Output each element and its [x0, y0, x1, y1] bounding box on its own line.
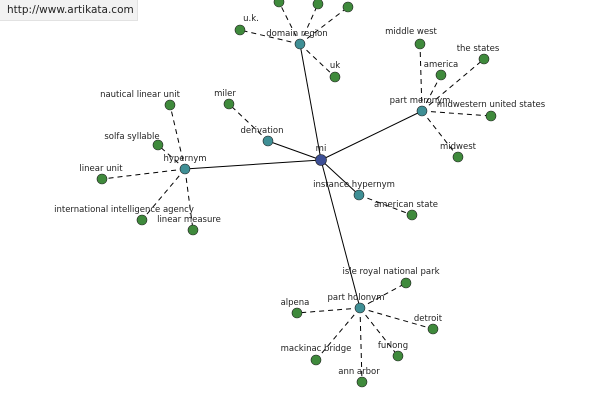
center-label[interactable]: mi: [316, 144, 327, 154]
edge-center-meronym: [320, 110, 423, 161]
relation-node-hypernym[interactable]: [179, 163, 191, 175]
leaf-node-meronym-0[interactable]: [414, 38, 426, 50]
edge-hypernym-leaf-0: [169, 104, 186, 170]
leaf-label-meronym-3[interactable]: midwestern united states: [437, 100, 546, 110]
leaf-node-holonym-4[interactable]: [392, 350, 404, 362]
leaf-node-meronym-1[interactable]: [478, 53, 490, 65]
leaf-node-holonym-3[interactable]: [310, 354, 322, 366]
edge-inst-leaf-0: [358, 194, 413, 216]
leaf-node-hypernym-3[interactable]: [136, 214, 148, 226]
relation-label-domain[interactable]: domain region: [266, 29, 327, 39]
relation-node-meronym[interactable]: [416, 105, 428, 117]
leaf-label-holonym-3[interactable]: mackinac bridge: [281, 344, 352, 354]
relation-label-derivation[interactable]: derivation: [240, 126, 283, 136]
leaf-label-holonym-1[interactable]: alpena: [281, 298, 310, 308]
leaf-node-meronym-2[interactable]: [435, 69, 447, 81]
edge-domain-leaf-0: [239, 29, 301, 45]
edge-center-holonym: [320, 159, 361, 309]
center-node[interactable]: [315, 154, 327, 166]
leaf-node-derivation-0[interactable]: [223, 98, 235, 110]
leaf-label-hypernym-2[interactable]: linear unit: [79, 164, 123, 174]
leaf-label-hypernym-4[interactable]: linear measure: [157, 215, 221, 225]
relation-node-derivation[interactable]: [262, 135, 274, 147]
leaf-label-inst-0[interactable]: american state: [374, 200, 438, 210]
leaf-label-holonym-4[interactable]: furlong: [378, 341, 408, 351]
leaf-node-holonym-5[interactable]: [356, 376, 368, 388]
leaf-label-hypernym-0[interactable]: nautical linear unit: [100, 90, 181, 100]
leaf-label-hypernym-1[interactable]: solfa syllable: [104, 132, 159, 142]
edge-holonym-leaf-3: [315, 307, 361, 361]
edge-meronym-leaf-2: [421, 74, 442, 112]
leaf-node-domain-0[interactable]: [234, 24, 246, 36]
edge-holonym-leaf-5: [359, 307, 363, 383]
edge-holonym-leaf-4: [359, 307, 399, 357]
relation-node-holonym[interactable]: [354, 302, 366, 314]
edge-domain-leaf-4: [299, 6, 349, 45]
leaf-label-derivation-0[interactable]: miler: [214, 89, 236, 99]
relation-label-holonym[interactable]: part holonym: [328, 293, 385, 303]
leaf-node-hypernym-4[interactable]: [187, 224, 199, 236]
leaf-label-domain-1[interactable]: uk: [330, 61, 340, 71]
edge-meronym-leaf-4: [421, 110, 459, 158]
relation-label-inst[interactable]: instance hypernym: [313, 180, 395, 190]
leaf-node-domain-1[interactable]: [329, 71, 341, 83]
leaf-node-inst-0[interactable]: [406, 209, 418, 221]
relation-node-inst[interactable]: [353, 189, 365, 201]
leaf-label-hypernym-3[interactable]: international intelligence agency: [54, 205, 194, 215]
edge-center-domain: [299, 43, 322, 161]
relation-node-domain[interactable]: [294, 38, 306, 50]
edge-domain-leaf-3: [299, 3, 319, 45]
leaf-label-meronym-1[interactable]: the states: [457, 44, 500, 54]
leaf-node-holonym-2[interactable]: [427, 323, 439, 335]
leaf-node-meronym-4[interactable]: [452, 151, 464, 163]
leaf-label-holonym-5[interactable]: ann arbor: [338, 367, 380, 377]
leaf-node-holonym-0[interactable]: [400, 277, 412, 289]
leaf-node-hypernym-0[interactable]: [164, 99, 176, 111]
leaf-node-hypernym-2[interactable]: [96, 173, 108, 185]
edge-hypernym-leaf-2: [101, 168, 186, 180]
leaf-node-domain-3[interactable]: [312, 0, 324, 10]
leaf-node-hypernym-1[interactable]: [152, 139, 164, 151]
edge-meronym-leaf-3: [421, 110, 492, 117]
leaf-label-holonym-0[interactable]: isle royal national park: [342, 267, 439, 277]
edge-center-derivation: [267, 140, 322, 161]
leaf-node-holonym-1[interactable]: [291, 307, 303, 319]
edge-hypernym-leaf-3: [141, 168, 186, 221]
leaf-label-meronym-4[interactable]: midwest: [440, 142, 477, 152]
edge-holonym-leaf-1: [296, 307, 361, 314]
leaf-label-meronym-2[interactable]: america: [424, 60, 458, 70]
edge-center-hypernym: [184, 159, 322, 170]
relation-label-hypernym[interactable]: hypernym: [163, 154, 206, 164]
edge-center-inst: [320, 159, 360, 196]
edge-hypernym-leaf-4: [184, 168, 194, 231]
edge-holonym-leaf-2: [359, 307, 434, 330]
leaf-node-domain-4[interactable]: [342, 1, 354, 13]
leaf-label-holonym-2[interactable]: detroit: [414, 314, 443, 324]
edge-hypernym-leaf-1: [157, 144, 186, 170]
watermark-url: http://www.artikata.com: [0, 0, 138, 21]
edge-meronym-leaf-0: [419, 43, 423, 112]
edge-meronym-leaf-1: [421, 58, 485, 112]
leaf-label-domain-0[interactable]: u.k.: [243, 14, 259, 24]
edge-domain-leaf-1: [299, 43, 336, 78]
leaf-label-meronym-0[interactable]: middle west: [385, 27, 437, 37]
leaf-node-meronym-3[interactable]: [485, 110, 497, 122]
leaf-node-domain-2[interactable]: [273, 0, 285, 8]
relation-label-meronym[interactable]: part meronym: [390, 96, 451, 106]
edge-domain-leaf-2: [278, 1, 301, 45]
